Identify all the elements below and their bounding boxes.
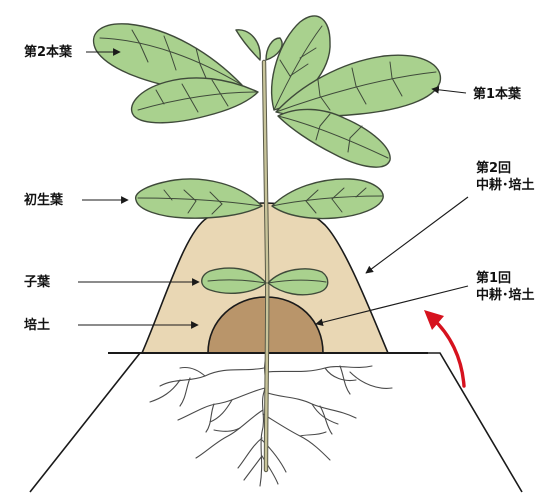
label-cotyledon: 子葉 bbox=[24, 274, 50, 291]
label-second-cultivation-line2: 中耕･培土 bbox=[476, 177, 535, 194]
curved-arrow-up-icon bbox=[432, 318, 464, 386]
label-second-cultivation-line1: 第2回 bbox=[476, 160, 535, 177]
label-first-cultivation-line1: 第1回 bbox=[476, 270, 535, 287]
top-leaflet-left bbox=[236, 30, 260, 60]
label-second-cultivation: 第2回 中耕･培土 bbox=[476, 160, 535, 194]
leader-second-cultivation bbox=[366, 197, 468, 273]
label-first-true-leaf: 第1本葉 bbox=[473, 86, 521, 103]
label-ridging-soil: 培土 bbox=[24, 317, 50, 334]
second-true-leaf-leaflet-lower bbox=[132, 78, 258, 123]
root-system bbox=[150, 358, 392, 486]
label-first-cultivation-line2: 中耕･培土 bbox=[476, 287, 535, 304]
primary-leaf-right bbox=[272, 179, 383, 219]
label-second-true-leaf: 第2本葉 bbox=[24, 44, 72, 61]
leader-first-true-leaf bbox=[432, 89, 466, 93]
label-first-cultivation: 第1回 中耕･培土 bbox=[476, 270, 535, 304]
first-true-leaf-leaflet-lower bbox=[278, 109, 390, 167]
label-primary-leaf: 初生葉 bbox=[24, 192, 63, 209]
